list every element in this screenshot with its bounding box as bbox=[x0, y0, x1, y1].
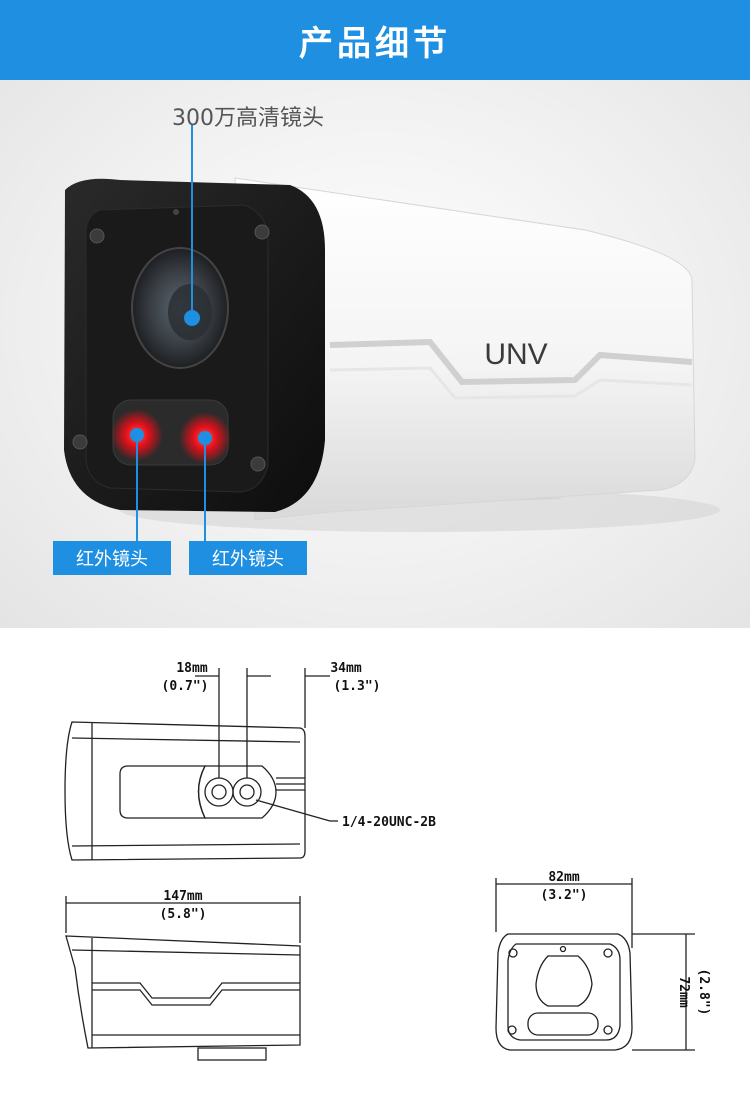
top-view-drawing bbox=[64, 668, 338, 861]
camera-body bbox=[234, 177, 696, 521]
dimension-drawings-section: 18mm (0.7") 34mm (1.3") 1/4-20UNC-2B 147… bbox=[0, 628, 750, 1096]
dim-2-8in: (2.8") bbox=[696, 969, 711, 1016]
page-title: 产品细节 bbox=[299, 23, 451, 64]
screw bbox=[254, 224, 270, 240]
ir-callout-label-right: 红外镜头 bbox=[189, 541, 307, 575]
dim-0-7in: (0.7") bbox=[162, 679, 209, 694]
dim-34mm: 34mm bbox=[330, 661, 361, 676]
dim-18mm: 18mm bbox=[176, 661, 207, 676]
ir-marker-dot-left bbox=[130, 428, 144, 442]
dim-72mm: 72mm bbox=[676, 976, 691, 1007]
side-view-drawing bbox=[65, 896, 301, 1061]
front-view-drawing bbox=[495, 878, 695, 1051]
brand-logo: UNV bbox=[484, 338, 547, 371]
screw bbox=[72, 434, 88, 450]
dim-147mm: 147mm bbox=[163, 889, 202, 904]
dim-5-8in: (5.8") bbox=[160, 907, 207, 922]
body-groove bbox=[329, 338, 693, 386]
lens-marker-dot bbox=[184, 310, 200, 326]
lens-callout-label: 300万高清镜头 bbox=[172, 106, 324, 131]
dim-82mm: 82mm bbox=[548, 870, 579, 885]
camera-photo-section: UNV 300万高清镜头 bbox=[0, 80, 750, 628]
ir-callout-label-left: 红外镜头 bbox=[53, 541, 171, 575]
dim-3-2in: (3.2") bbox=[541, 888, 588, 903]
header-banner: 产品细节 bbox=[0, 0, 750, 80]
thread-spec: 1/4-20UNC-2B bbox=[342, 815, 436, 830]
screw bbox=[250, 456, 266, 472]
dimension-drawings: 18mm (0.7") 34mm (1.3") 1/4-20UNC-2B 147… bbox=[64, 661, 711, 1061]
ir-marker-dot-right bbox=[198, 431, 212, 445]
screw bbox=[89, 228, 105, 244]
dim-1-3in: (1.3") bbox=[334, 679, 381, 694]
camera-illustration: UNV bbox=[64, 125, 720, 543]
